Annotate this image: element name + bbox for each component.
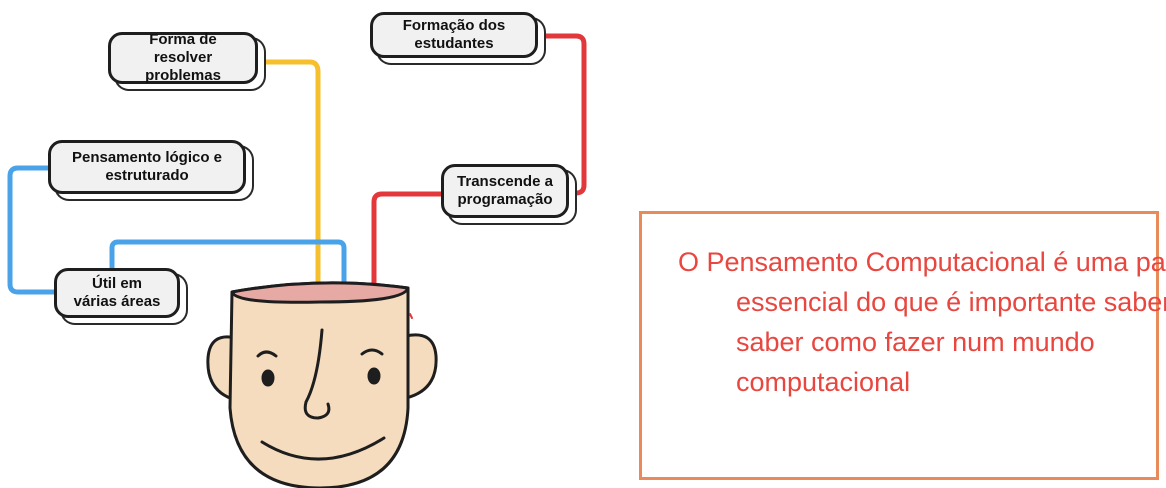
statement-text: O Pensamento Computacional é uma parte e… (678, 247, 1166, 397)
node-label: Forma de resolver problemas (145, 31, 221, 84)
face (228, 281, 410, 488)
nose (303, 328, 331, 420)
node-label: Útil em várias áreas (73, 275, 161, 310)
head-illustration (206, 281, 438, 488)
left-eye (261, 369, 275, 387)
connector-formacao-to-transcende (535, 33, 587, 196)
node-formacao-dos-estudantes: Formação dos estudantes (370, 12, 538, 58)
right-ear (404, 333, 438, 400)
right-eye (367, 367, 381, 385)
connector-util-to-head (109, 239, 347, 293)
node-transcende-a-programacao: Transcende a programação (441, 164, 569, 218)
connector-transcende-to-head (371, 191, 444, 299)
mouth (260, 436, 386, 461)
head-opening (230, 281, 410, 304)
statement-box: O Pensamento Computacional é uma parte e… (639, 211, 1166, 480)
left-brow (256, 350, 278, 358)
connector-pensamento-to-util (7, 165, 57, 295)
node-forma-de-resolver-problemas: Forma de resolver problemas (108, 31, 258, 84)
connector-lines (7, 33, 587, 303)
node-label: Transcende a programação (457, 173, 553, 208)
connector-forma-to-head (255, 59, 321, 303)
cheek-mark (409, 313, 413, 319)
node-util-em-varias-areas: Útil em várias áreas (54, 268, 180, 318)
node-label: Formação dos estudantes (402, 17, 506, 52)
node-pensamento-logico: Pensamento lógico e estruturado (48, 140, 246, 194)
node-label: Pensamento lógico e estruturado (71, 149, 223, 184)
right-brow (360, 348, 384, 356)
